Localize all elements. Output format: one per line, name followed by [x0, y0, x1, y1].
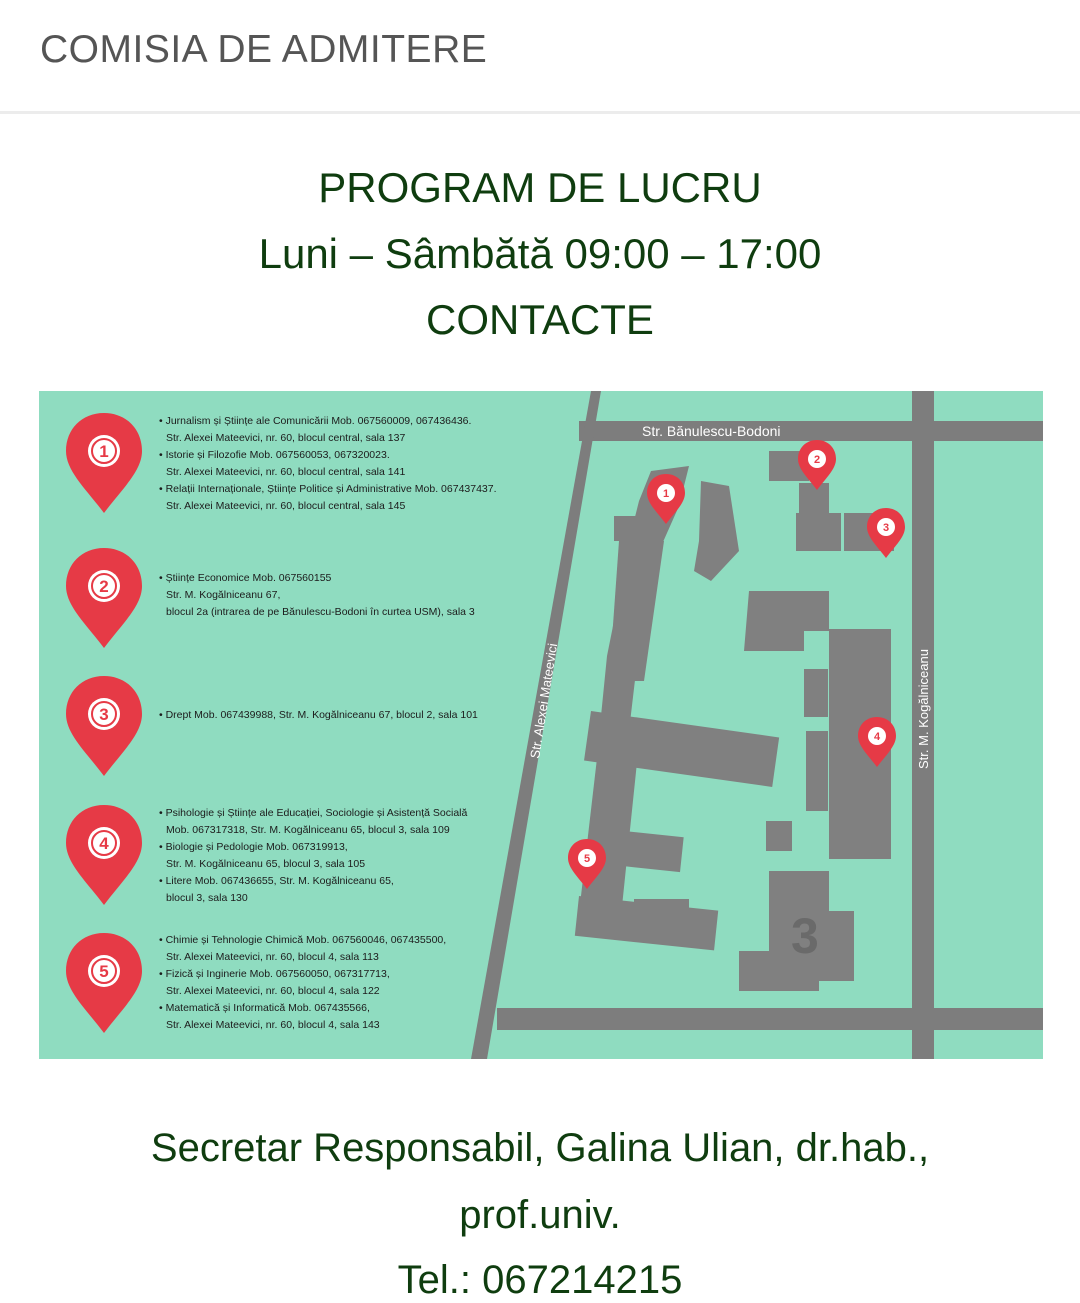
map-pin-5: 5 [568, 839, 606, 889]
building-wing [584, 710, 780, 787]
street-label-banulescu: Str. Bănulescu-Bodoni [642, 423, 781, 439]
road-kogalniceanu [912, 391, 934, 1059]
building-2c [796, 513, 841, 551]
svg-text:2: 2 [99, 577, 108, 596]
legend-text-4: • Psihologie și Științe ale Educației, S… [159, 807, 468, 904]
contacts-title: CONTACTE [426, 296, 654, 343]
svg-text:4: 4 [874, 731, 881, 743]
street-label-mateevici: Str. Alexei Mateevici [527, 642, 560, 759]
schedule-hours: Luni – Sâmbătă 09:00 – 17:00 [258, 230, 822, 277]
legend-pins: 1 2 3 4 [66, 413, 142, 1033]
building-small-a [804, 669, 828, 717]
phone-link[interactable]: Tel.: 067214215 [397, 1258, 683, 1302]
legend-pin-1: 1 [66, 413, 142, 513]
road-mateevici [471, 391, 601, 1059]
building-2b [799, 483, 829, 513]
map-buildings [574, 451, 894, 991]
legend-pin-3: 3 [66, 676, 142, 776]
svg-text:3: 3 [99, 705, 108, 724]
legend-pin-2: 2 [66, 548, 142, 648]
building-2 [744, 591, 829, 651]
legend-text-1: • Jurnalism și Științe ale Comunicării M… [159, 415, 497, 512]
legend-text-2: • Științe Economice Mob. 067560155 Str. … [159, 572, 475, 618]
map-pin-2: 2 [798, 440, 836, 490]
map-pin-1: 1 [647, 474, 685, 524]
building-3-label: 3 [791, 908, 819, 964]
legend-pin-4: 4 [66, 805, 142, 905]
building-central-d [614, 516, 636, 541]
map-roads [471, 391, 1043, 1059]
building-block4-a [579, 741, 639, 916]
svg-text:4: 4 [99, 834, 109, 853]
legend-text-5: • Chimie și Tehnologie Chimică Mob. 0675… [159, 934, 447, 1031]
campus-map-drawing: 3 1 2 3 [66, 391, 1043, 1059]
schedule-title: PROGRAM DE LUCRU [318, 164, 762, 211]
building-block4-d [634, 899, 689, 929]
legend-pin-5: 5 [66, 933, 142, 1033]
building-block3-a [769, 871, 829, 911]
road-bottom [497, 1008, 1043, 1030]
app-header: COMISIA DE ADMITERE [0, 0, 1080, 114]
legend-text-3: • Drept Mob. 067439988, Str. M. Kogălnic… [159, 709, 478, 721]
svg-text:5: 5 [584, 853, 590, 865]
building-central-c [609, 541, 664, 681]
map-pin-3: 3 [867, 508, 905, 558]
map-pins: 1 2 3 4 5 [568, 440, 905, 889]
building-small-c [766, 821, 792, 851]
building-small-b [806, 731, 828, 811]
map-pin-4: 4 [858, 717, 896, 767]
responsible-title: prof.univ. [459, 1193, 621, 1237]
campus-map[interactable]: 3 1 2 3 [39, 391, 1043, 1059]
svg-text:5: 5 [99, 962, 108, 981]
street-label-kogalniceanu: Str. M. Kogălniceanu [916, 649, 931, 769]
building-block4-c [620, 831, 684, 873]
svg-text:3: 3 [883, 522, 889, 534]
svg-text:1: 1 [663, 488, 669, 500]
svg-text:2: 2 [814, 454, 820, 466]
responsible-person: Secretar Responsabil, Galina Ulian, dr.h… [150, 1126, 930, 1170]
building-block3-c [739, 951, 819, 991]
svg-text:1: 1 [99, 442, 108, 461]
page-title: COMISIA DE ADMITERE [40, 28, 488, 71]
building-central-b [694, 481, 739, 581]
